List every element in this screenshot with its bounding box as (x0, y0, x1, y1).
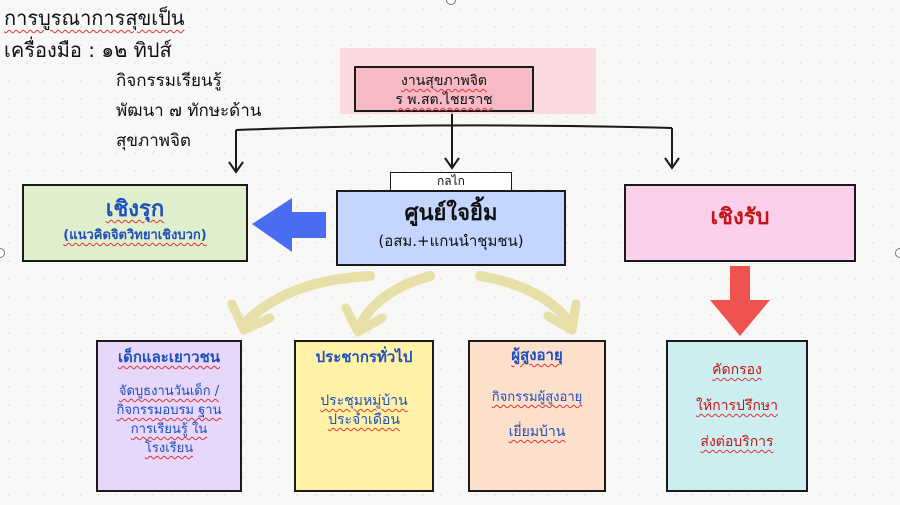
heading-line-2: เครื่องมือ : ๑๒ ทิปส์ (4, 38, 172, 62)
group-children-line-4: โรงเรียน (144, 441, 194, 456)
group-public[interactable]: ประชากรทั่วไป ประชุมหมู่บ้าน ประจำเดือน (294, 340, 434, 492)
group-services-line-2: ให้การปรึกษา (696, 398, 778, 414)
group-children-line-1: จัดบูธงานวันเด็ก / (118, 384, 220, 399)
top-node[interactable]: งานสุขภาพจิต ร พ.สต.ไชยราช (354, 66, 534, 112)
proactive-title: เชิงรุก (105, 197, 165, 222)
heading-line-1: การบูรณาการสุขเป็น (4, 6, 185, 30)
top-node-line-2: ร พ.สต.ไชยราช (395, 92, 493, 108)
group-children-title: เด็กและเยาวชน (117, 348, 221, 366)
yellow-arrow-elderly (475, 271, 573, 325)
group-services-line-1: คัดกรอง (712, 362, 762, 378)
group-elderly[interactable]: ผู้สูงอายุ กิจกรรมผู้สูงอายุ เยี่ยมบ้าน (468, 340, 606, 492)
group-children-line-2: กิจกรรมอบรม ฐาน (116, 403, 222, 418)
group-public-line-1: ประชุมหมู่บ้าน (320, 393, 408, 409)
yellow-arrow-children (243, 271, 375, 325)
heading-line-5: สุขภาพจิต (116, 131, 191, 151)
heading-line-4: พัฒนา ๗ ทักษะด้าน (116, 101, 262, 121)
group-elderly-line-2: เยี่ยมบ้าน (508, 424, 566, 440)
group-public-line-2: ประจำเดือน (328, 412, 400, 428)
group-elderly-line-1: กิจกรรมผู้สูงอายุ (491, 390, 583, 405)
blue-arrow-left (252, 198, 326, 252)
group-children[interactable]: เด็กและเยาวชน จัดบูธงานวันเด็ก / กิจกรรม… (96, 340, 242, 492)
group-children-line-3: การเรียนรู้ ใน (130, 422, 208, 437)
reactive-node[interactable]: เชิงรับ (624, 184, 856, 262)
group-public-title: ประชากรทั่วไป (315, 348, 413, 366)
heading-line-3: กิจกรรมเรียนรู้ (116, 71, 222, 91)
yellow-arrow-public (357, 271, 435, 327)
group-services[interactable]: คัดกรอง ให้การปรึกษา ส่งต่อบริการ (666, 340, 808, 492)
proactive-subtitle: (แนวคิดจิตวิทยาเชิงบวก) (63, 228, 207, 243)
center-node[interactable]: ศูนย์ใจยิ้ม (อสม.+แกนนำชุมชน) (336, 190, 566, 266)
center-title: ศูนย์ใจยิ้ม (404, 201, 498, 226)
center-subtitle: (อสม.+แกนนำชุมชน) (378, 232, 524, 250)
group-services-line-3: ส่งต่อบริการ (700, 434, 774, 450)
red-arrow-down (710, 266, 770, 336)
group-elderly-title: ผู้สูงอายุ (511, 346, 563, 364)
heading-block: การบูรณาการสุขเป็น เครื่องมือ : ๑๒ ทิปส์… (4, 2, 261, 156)
reactive-title: เชิงรับ (710, 205, 770, 230)
mechanism-label[interactable]: กลไก (390, 172, 512, 192)
proactive-node[interactable]: เชิงรุก (แนวคิดจิตวิทยาเชิงบวก) (22, 184, 248, 262)
resize-handle-right (895, 248, 900, 258)
top-node-line-1: งานสุขภาพจิต (401, 73, 487, 89)
